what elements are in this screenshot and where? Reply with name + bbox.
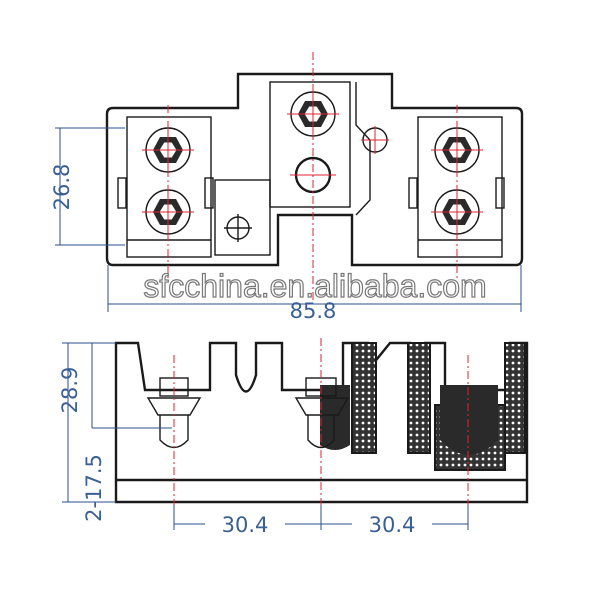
top-view: 26.8 85.8 sfcchina.en.alibaba.com [50, 52, 524, 323]
front-view: 28.9 2-17.5 30.4 30.4 [58, 338, 529, 537]
dim-height-top: 26.8 [50, 164, 74, 211]
dim-hole: 2-17.5 [82, 454, 106, 522]
dim-pitch-right: 30.4 [369, 513, 416, 537]
dim-pitch-left: 30.4 [222, 513, 269, 537]
dim-width-top: 85.8 [290, 299, 337, 323]
dim-height-front: 28.9 [58, 367, 82, 414]
watermark: sfcchina.en.alibaba.com [143, 268, 486, 304]
